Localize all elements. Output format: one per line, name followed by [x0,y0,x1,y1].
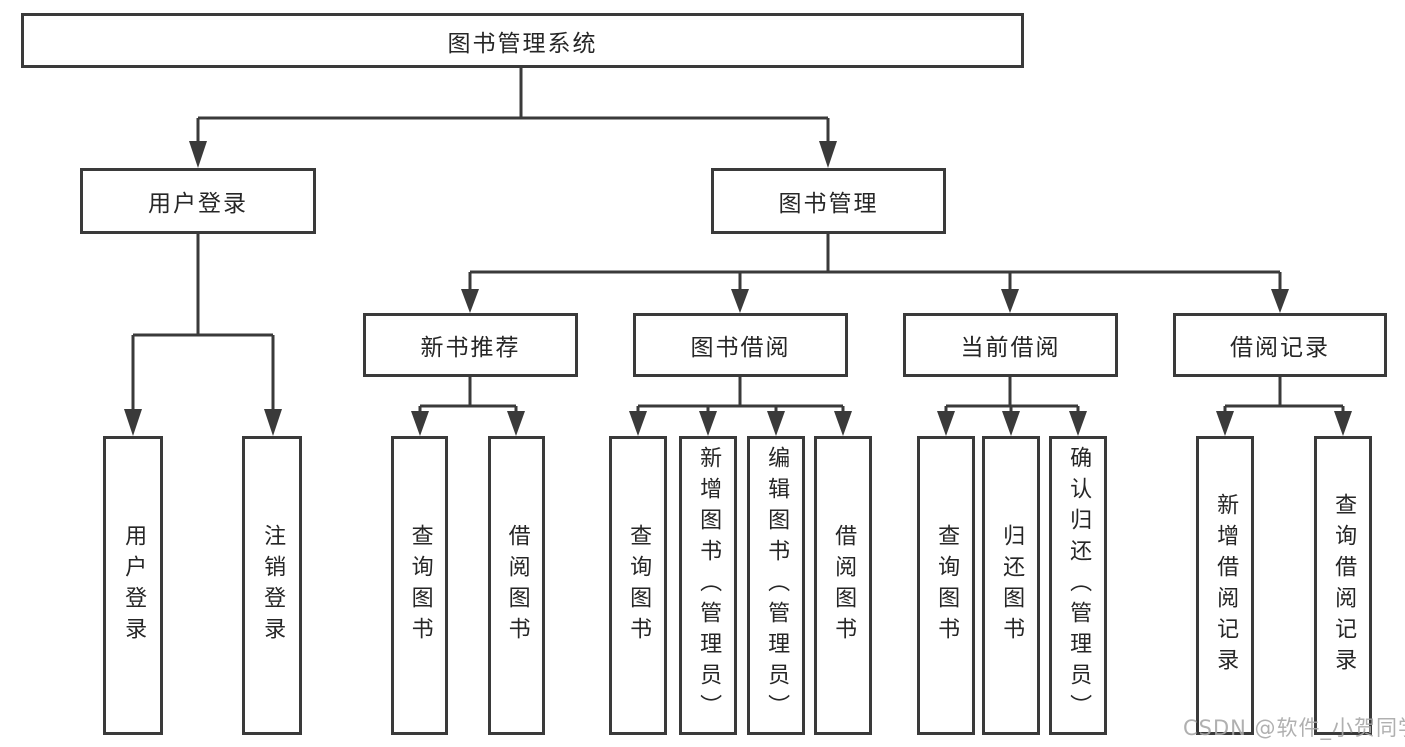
arrowhead [834,411,852,436]
arrowhead [507,411,525,436]
node-user-login: 用户登录 [80,168,316,234]
node-label: 图书管理系统 [447,30,598,57]
node-label: 图书管理 [778,191,879,217]
arrowhead [1216,411,1234,436]
node-label: 图书借阅 [690,335,791,361]
node-borrowing-records: 借阅记录 [1173,313,1387,377]
leaf-query-borrow-record: 查询借阅记录 [1314,436,1372,735]
arrowhead [731,289,749,313]
node-book-management: 图书管理 [711,168,946,234]
leaf-label: 归还图书 [999,523,1025,648]
arrowhead [124,409,142,436]
leaf-borrow-books-recommend: 借阅图书 [488,436,545,735]
arrowhead [1271,289,1289,313]
leaf-confirm-return-admin: 确认归还（管理员） [1049,436,1107,735]
arrowhead [189,141,207,168]
leaf-add-books-admin: 新增图书（管理员） [679,436,737,735]
arrowhead [1334,411,1352,436]
leaf-label: 查询图书 [407,523,433,648]
tree-edges [131,68,1345,414]
leaf-label: 查询图书 [626,523,652,648]
leaf-label: 用户登录 [121,523,147,648]
leaf-query-books-borrowing: 查询图书 [609,436,667,735]
leaf-user-login: 用户登录 [103,436,163,735]
node-book-borrowing: 图书借阅 [633,313,848,377]
arrowhead [937,411,955,436]
arrowhead [629,411,647,436]
leaf-add-borrow-record: 新增借阅记录 [1196,436,1254,735]
leaf-edit-books-admin: 编辑图书（管理员） [747,436,805,735]
leaf-label: 查询借阅记录 [1331,492,1357,679]
node-library-management-system: 图书管理系统 [21,13,1024,68]
arrowhead [1002,411,1020,436]
leaf-return-books: 归还图书 [982,436,1040,735]
leaf-borrow-books-borrowing: 借阅图书 [814,436,872,735]
leaf-label: 借阅图书 [831,523,857,648]
leaf-label: 借阅图书 [504,523,530,648]
arrowhead [767,411,785,436]
leaf-label: 确认归还（管理员） [1066,446,1092,725]
leaf-query-books-recommend: 查询图书 [391,436,448,735]
arrowhead [1069,411,1087,436]
node-label: 用户登录 [148,191,248,217]
node-label: 新书推荐 [420,335,521,361]
leaf-label: 编辑图书（管理员） [764,446,790,725]
leaf-logout-login: 注销登录 [242,436,302,735]
node-new-book-recommend: 新书推荐 [363,313,578,377]
arrowhead [461,289,479,313]
leaf-label: 注销登录 [260,523,286,648]
csdn-watermark: CSDN @软件_小贺同学 [1183,716,1405,740]
arrowhead [819,141,837,168]
leaf-query-books-current: 查询图书 [917,436,975,735]
arrowhead [1001,289,1019,313]
node-label: 借阅记录 [1230,335,1330,361]
leaf-label: 新增借阅记录 [1213,492,1239,679]
leaf-label: 新增图书（管理员） [696,446,722,725]
arrowhead [699,411,717,436]
node-current-borrowing: 当前借阅 [903,313,1118,377]
arrowhead [411,411,429,436]
node-label: 当前借阅 [960,335,1061,361]
arrowheads [124,141,1352,436]
arrowhead [264,409,282,436]
leaf-label: 查询图书 [934,523,960,648]
